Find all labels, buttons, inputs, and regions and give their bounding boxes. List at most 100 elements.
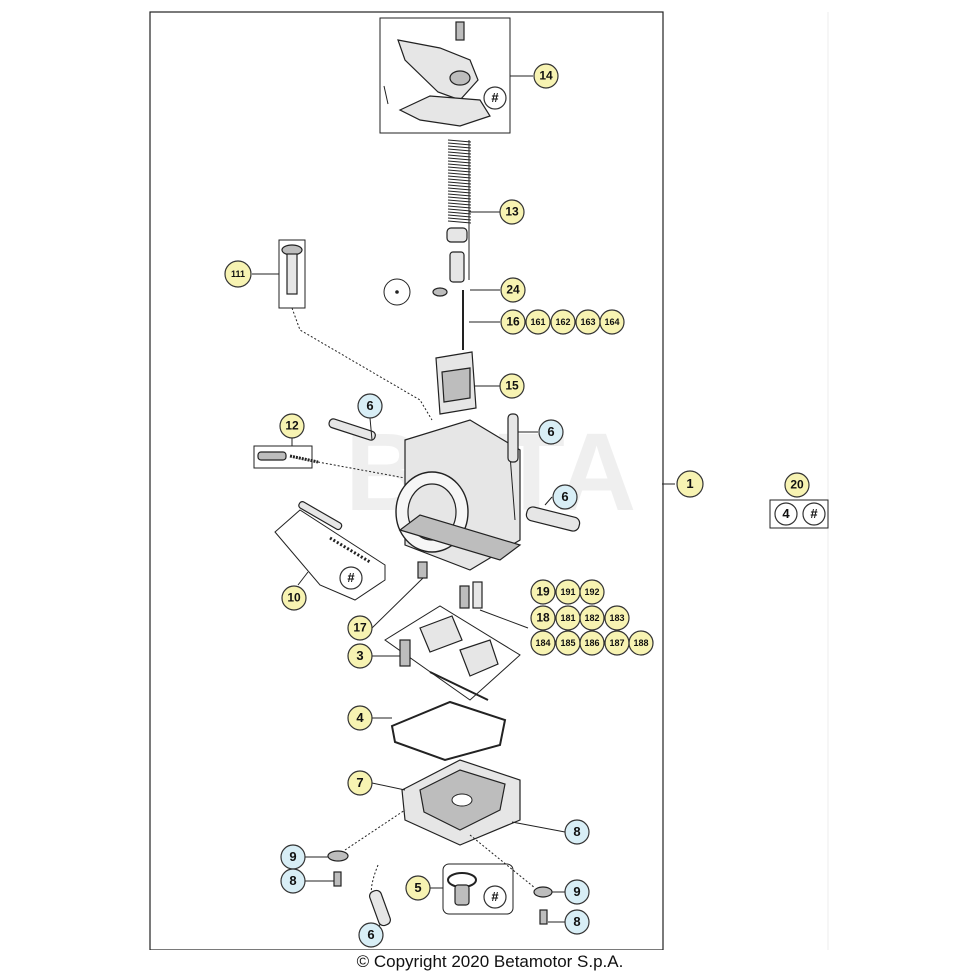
- callout-label: 191: [560, 587, 575, 597]
- callout-c16: 16: [500, 309, 526, 335]
- copyright-text: © Copyright 2020 Betamotor S.p.A.: [356, 952, 624, 971]
- callout-c6c: 6: [552, 484, 578, 510]
- callout-label: 6: [367, 927, 374, 942]
- left-fasteners-part: [327, 809, 406, 887]
- callout-c6d: 6: [358, 922, 384, 948]
- callout-label: 163: [580, 317, 595, 327]
- callout-circle: [599, 309, 625, 335]
- callout-c18: 18: [530, 605, 556, 631]
- callout-circle: [550, 309, 576, 335]
- callout-c5: 5: [405, 875, 431, 901]
- callout-circle: [500, 309, 526, 335]
- callout-circle: [281, 585, 307, 611]
- callout-label: 185: [560, 638, 575, 648]
- right-fasteners-part: [469, 834, 553, 925]
- callout-circle: [339, 566, 363, 590]
- callout-label: 183: [609, 613, 624, 623]
- callout-label: 162: [555, 317, 570, 327]
- callout-label: 4: [782, 506, 790, 521]
- callout-circle: [564, 909, 590, 935]
- callout-c192: 192: [579, 579, 605, 605]
- callout-label: 161: [530, 317, 545, 327]
- air-screw-part: [278, 239, 433, 421]
- callout-c4: 4: [347, 705, 373, 731]
- callout-c15: 15: [499, 373, 525, 399]
- callout-c188: 188: [628, 630, 654, 656]
- callout-label: 3: [356, 648, 363, 663]
- callout-c19: 19: [530, 579, 556, 605]
- callout-c8a: 8: [564, 819, 590, 845]
- float-bowl-part: [401, 759, 566, 846]
- callout-label: 186: [584, 638, 599, 648]
- callout-c4b: 4: [774, 502, 798, 526]
- callout-label: #: [810, 506, 818, 521]
- callout-cHashA: #: [802, 502, 826, 526]
- callout-c9a: 9: [280, 844, 306, 870]
- callout-circle: [802, 502, 826, 526]
- callout-circle: [530, 579, 556, 605]
- callout-c184: 184: [530, 630, 556, 656]
- callout-label: 9: [289, 849, 296, 864]
- carburetor-body-part: [395, 419, 522, 571]
- callout-c162: 162: [550, 309, 576, 335]
- callout-label: 188: [633, 638, 648, 648]
- callout-c12: 12: [279, 413, 305, 439]
- drain-plug-part: [442, 863, 514, 915]
- callout-label: 6: [561, 489, 568, 504]
- callout-c10: 10: [281, 585, 307, 611]
- callout-circle: [347, 643, 373, 669]
- callout-label: 184: [535, 638, 550, 648]
- callout-circle: [784, 472, 810, 498]
- callout-circle: [347, 770, 373, 796]
- callout-circle: [579, 630, 605, 656]
- callout-circle: [533, 63, 559, 89]
- callout-circle: [499, 199, 525, 225]
- jet-parts: [371, 561, 529, 629]
- choke-plunger-group: [274, 501, 386, 601]
- callout-c186: 186: [579, 630, 605, 656]
- callout-c182: 182: [579, 605, 605, 631]
- spring-part: [446, 139, 472, 283]
- callout-label: 111: [231, 269, 245, 279]
- callout-c181: 181: [555, 605, 581, 631]
- callout-label: #: [491, 889, 499, 904]
- callout-circle: [628, 630, 654, 656]
- callout-circle: [579, 579, 605, 605]
- callout-circle: [224, 260, 252, 288]
- diagram-frame: [149, 11, 664, 950]
- float-bowl-gasket: [390, 700, 507, 762]
- callout-circle: [347, 705, 373, 731]
- callout-label: 6: [366, 398, 373, 413]
- callout-circle: [279, 413, 305, 439]
- callout-circle: [358, 922, 384, 948]
- callout-label: 4: [356, 710, 364, 725]
- kit-20-box: [769, 499, 829, 529]
- callout-c6a: 6: [357, 393, 383, 419]
- callout-label: 1: [686, 476, 693, 491]
- idle-screw-part: [253, 445, 406, 479]
- callout-label: 18: [536, 611, 550, 625]
- callout-circle: [552, 484, 578, 510]
- callout-label: 19: [536, 585, 550, 599]
- callout-circle: [676, 470, 704, 498]
- callout-c8c: 8: [564, 909, 590, 935]
- callout-circle: [500, 277, 526, 303]
- callout-c183: 183: [604, 605, 630, 631]
- callout-label: 5: [414, 880, 421, 895]
- callout-label: 7: [356, 775, 363, 790]
- callout-label: 17: [353, 621, 367, 635]
- vent-tube-parts: [328, 413, 581, 532]
- callout-label: 8: [289, 873, 296, 888]
- callout-circle: [604, 605, 630, 631]
- leader-lines: [252, 75, 675, 931]
- callout-label: 14: [539, 69, 553, 83]
- callout-circle: [483, 86, 507, 110]
- callout-label: 12: [285, 419, 299, 433]
- callout-circle: [483, 885, 507, 909]
- float-assembly-part: [384, 605, 521, 701]
- callout-circle: [499, 373, 525, 399]
- callout-cHashB: #: [483, 86, 507, 110]
- drain-hose-part: [369, 864, 391, 927]
- callout-circle: [405, 875, 431, 901]
